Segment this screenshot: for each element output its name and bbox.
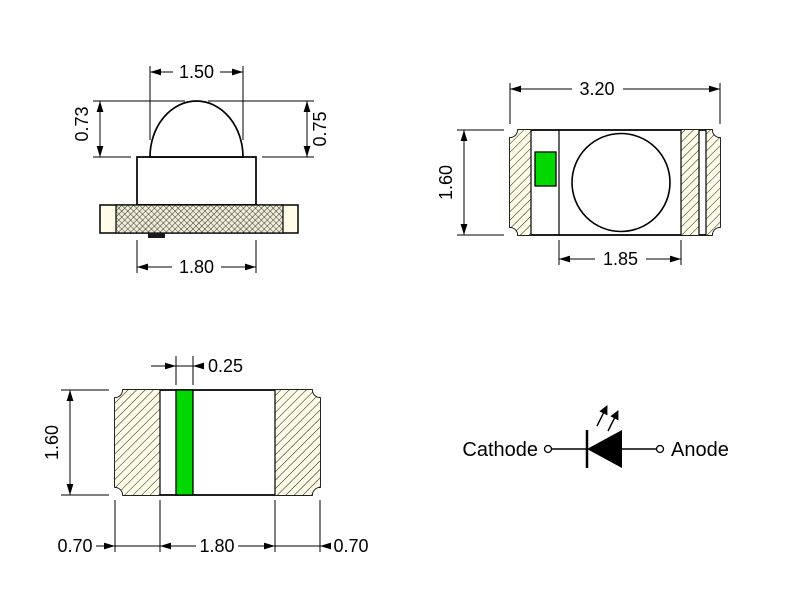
right-terminal-hatch-inner xyxy=(681,130,699,235)
cathode-mark-green xyxy=(534,151,557,187)
anode-terminal-dot xyxy=(655,444,665,454)
arrowhead-3 xyxy=(264,542,275,550)
arrowhead-top xyxy=(96,101,104,112)
bottom-view: 0.25 1.60 0.70 1.80 0.70 xyxy=(42,356,369,556)
dim-lines xyxy=(136,240,257,273)
arrowhead-left xyxy=(510,85,521,93)
left-terminal-hatch xyxy=(510,130,531,235)
arrowhead-2 xyxy=(160,542,171,550)
arrowhead-left xyxy=(165,362,176,370)
dim-label-right-pad: 0.70 xyxy=(333,536,368,556)
arrowhead-right xyxy=(670,255,681,263)
dim-lines xyxy=(151,356,204,385)
light-arrow-icon xyxy=(607,410,619,432)
dim-label: 0.25 xyxy=(208,356,243,376)
dim-label: 0.73 xyxy=(72,106,92,141)
top-view: 3.20 1.60 1.85 xyxy=(436,79,721,269)
dim-left-height: 0.73 xyxy=(72,100,185,158)
arrowhead-left xyxy=(150,68,161,76)
light-emission-arrows xyxy=(596,405,619,432)
dim-label: 1.60 xyxy=(42,425,62,460)
anode-label: Anode xyxy=(671,439,729,461)
terminal-hatching xyxy=(115,390,320,495)
circuit-symbol: Cathode Anode xyxy=(462,405,729,468)
left-pad-hatch xyxy=(115,390,160,495)
dim-label: 1.85 xyxy=(603,249,638,269)
dim-label: 1.50 xyxy=(179,62,214,82)
bottom-tab xyxy=(148,233,165,238)
dim-total-width: 3.20 xyxy=(509,79,721,124)
dim-label: 0.75 xyxy=(310,111,330,146)
arrowhead-1 xyxy=(104,542,115,550)
dim-total-height: 1.60 xyxy=(436,129,504,236)
arrowhead-bottom xyxy=(66,484,74,495)
led-body-outline xyxy=(136,156,257,206)
side-view: 1.50 0.73 0.75 1.80 xyxy=(72,62,330,277)
dim-lines xyxy=(558,240,682,265)
arrowhead-4 xyxy=(320,542,331,550)
dim-total-height: 1.60 xyxy=(42,389,109,496)
arrowhead-right xyxy=(709,85,720,93)
arrowhead-top xyxy=(303,101,311,112)
dim-label: 3.20 xyxy=(579,79,614,99)
led-dome-lens xyxy=(149,100,244,158)
dim-label-left-pad: 0.70 xyxy=(57,536,92,556)
arrowhead-left xyxy=(137,263,148,271)
dim-label: 1.60 xyxy=(436,165,456,200)
substrate-mesh-area xyxy=(115,204,284,234)
dim-body-width: 1.80 xyxy=(136,240,257,277)
cathode-label: Cathode xyxy=(462,439,538,461)
dim-inner-width: 1.85 xyxy=(558,240,682,269)
arrowhead-top xyxy=(66,390,74,401)
dim-lines xyxy=(61,389,109,496)
diode-triangle xyxy=(587,430,622,468)
right-pad-hatch xyxy=(275,390,320,495)
lens-circle xyxy=(571,132,671,233)
dim-lines xyxy=(149,66,244,140)
light-arrow-icon xyxy=(596,405,608,427)
arrowhead-top xyxy=(460,130,468,141)
dim-label-inner: 1.80 xyxy=(199,536,234,556)
arrowhead-right xyxy=(232,68,243,76)
arrowhead-bottom xyxy=(96,146,104,157)
dim-mark-width: 0.25 xyxy=(151,356,243,385)
arrowhead-right xyxy=(245,263,256,271)
dim-lines xyxy=(509,83,721,124)
right-terminal-hatch-outer xyxy=(706,130,720,235)
terminal-hatching xyxy=(510,130,720,235)
terminal-edge-lines xyxy=(530,130,707,235)
arrowhead-right xyxy=(193,362,204,370)
dim-label: 1.80 xyxy=(179,257,214,277)
dim-bottom-chain: 0.70 1.80 0.70 xyxy=(57,500,369,556)
cathode-stripe-green xyxy=(175,389,194,496)
dim-lines xyxy=(457,129,504,236)
cathode-terminal-dot xyxy=(543,444,553,454)
dim-lens-height: 0.75 xyxy=(208,100,330,158)
dim-lens-width: 1.50 xyxy=(149,62,244,140)
dim-lines xyxy=(96,500,330,552)
pad-edge-lines xyxy=(159,390,276,495)
arrowhead-bottom xyxy=(303,146,311,157)
arrowhead-left xyxy=(559,255,570,263)
arrowhead-bottom xyxy=(460,224,468,235)
